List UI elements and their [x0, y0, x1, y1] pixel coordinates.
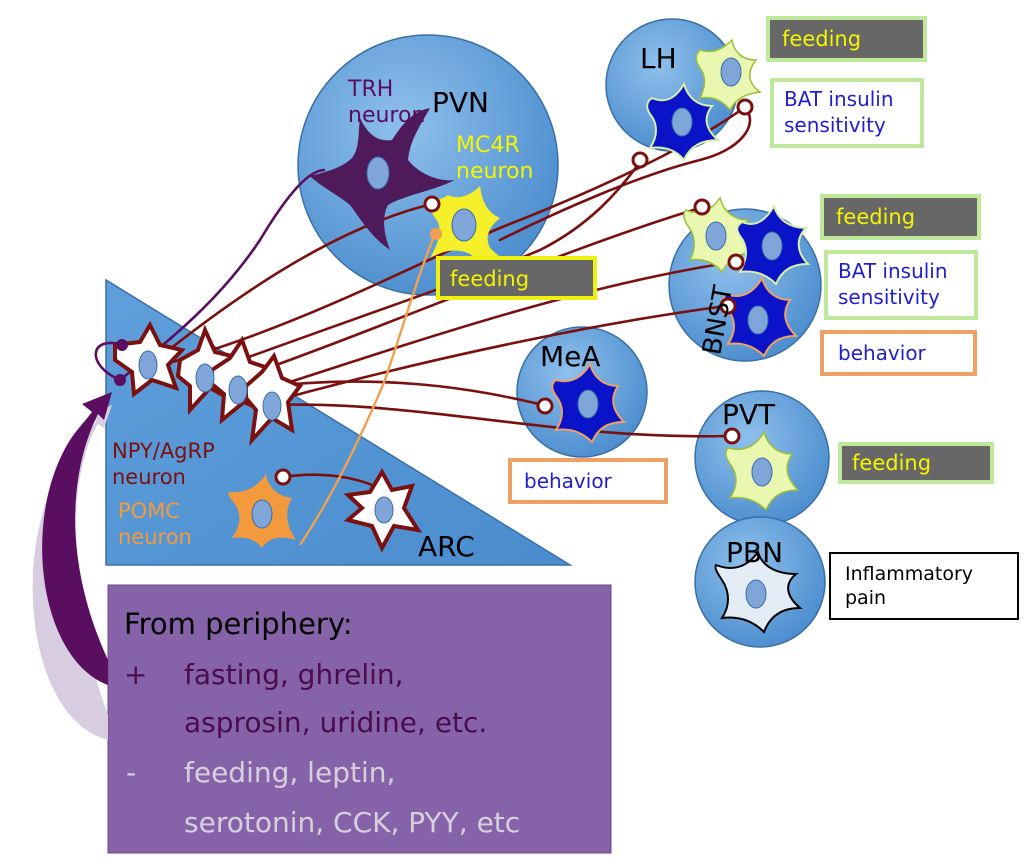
- terminal-bnst-3: [719, 297, 737, 315]
- periphery-minus-sign: -: [126, 756, 136, 789]
- input-arrow-plus: [42, 392, 112, 685]
- terminal-arc: [274, 468, 292, 486]
- periphery-minus-line-1: feeding, leptin,: [184, 756, 395, 789]
- bnst-neuron-feeding-nucleus: [705, 221, 727, 251]
- agrp-neuron-1-nucleus: [138, 350, 158, 380]
- lh-label: LH: [640, 42, 677, 75]
- outcome-lh-feeding-text: feeding: [782, 27, 861, 51]
- periphery-plus-sign: +: [124, 658, 147, 691]
- periphery-minus-line-2: serotonin, CCK, PYY, etc: [184, 806, 520, 839]
- agrp-neuron-3-nucleus: [228, 375, 248, 405]
- periphery-plus-line-2: asprosin, uridine, etc.: [184, 706, 487, 739]
- arc-region: [105, 278, 573, 566]
- agrp-fiber-to-pvt: [268, 403, 727, 438]
- agrp-fiber-to-bnst-3: [268, 304, 728, 404]
- agrp-fiber-to-pvn: [148, 203, 430, 367]
- bnst-neuron-behavior-nucleus: [747, 305, 769, 335]
- pomc-neuron-nucleus: [251, 499, 273, 529]
- terminal-mea: [536, 397, 554, 415]
- outcome-bnst-feeding: feeding: [820, 194, 981, 240]
- agrp-fiber-to-bnst-2: [248, 260, 736, 397]
- outcome-pvt-feeding-text: feeding: [852, 451, 931, 475]
- agrp-neuron-4-nucleus: [262, 391, 282, 421]
- pvt-label: PVT: [722, 398, 776, 431]
- periphery-panel: [107, 584, 612, 854]
- pomc-fiber-to-mc4r: [299, 233, 437, 546]
- periphery-title: From periphery:: [124, 607, 353, 641]
- arc-neuron-5-nucleus: [374, 496, 394, 524]
- outcome-bnst-feeding-text: feeding: [836, 205, 915, 229]
- terminal-trh-2: [114, 374, 126, 386]
- agrp-terminals: [274, 98, 754, 486]
- outcome-bnst-behavior-text: behavior: [838, 341, 927, 365]
- arc-label: ARC: [418, 530, 475, 563]
- outcome-pvt-feeding: feeding: [838, 442, 994, 484]
- terminal-pvn: [423, 195, 441, 213]
- terminal-lh-2: [736, 98, 754, 116]
- terminal-pomc-on-mc4r: [430, 228, 442, 240]
- mea-label: MeA: [540, 340, 601, 373]
- terminal-lh-1: [631, 151, 649, 169]
- pbn-label: PBN: [726, 536, 783, 569]
- outcome-mea-behavior: behavior: [508, 458, 668, 504]
- lh-neuron-feeding-nucleus: [720, 57, 742, 87]
- pbn-neuron-nucleus: [745, 579, 767, 609]
- periphery-plus-line-1: fasting, ghrelin,: [184, 658, 404, 691]
- trh-fiber: [94, 168, 326, 382]
- bnst-neuron-bat-nucleus: [761, 231, 783, 261]
- agrp-neuron-2-nucleus: [195, 363, 215, 393]
- terminal-pvt: [723, 427, 741, 445]
- terminal-trh-1: [116, 339, 128, 351]
- outcome-bnst-behavior: behavior: [820, 330, 977, 376]
- outcome-pvn-feeding-text: feeding: [450, 267, 529, 291]
- lh-neuron-bat-nucleus: [671, 107, 693, 137]
- pvt-neuron-nucleus: [751, 457, 773, 487]
- outcome-lh-feeding: feeding: [766, 16, 927, 62]
- outcome-mea-behavior-text: behavior: [524, 469, 613, 493]
- pvn-label: PVN: [432, 86, 489, 119]
- agrp-fiber-lh-loop: [498, 105, 752, 242]
- terminal-bnst-1: [693, 198, 711, 216]
- mea-neuron-nucleus: [577, 389, 599, 419]
- outcome-pvn-feeding: feeding: [436, 256, 597, 300]
- terminal-bnst-2: [727, 253, 745, 271]
- trh-neuron-nucleus: [366, 156, 390, 190]
- mc4r-neuron-nucleus: [451, 208, 477, 242]
